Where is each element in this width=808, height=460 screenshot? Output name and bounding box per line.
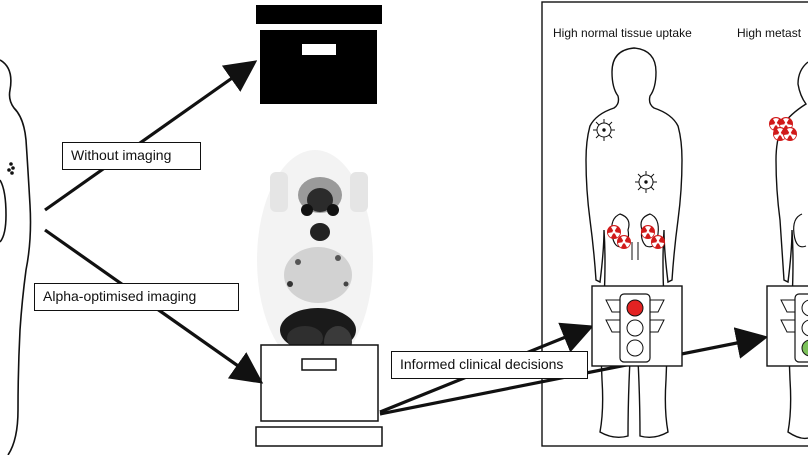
label-informed-clinical-decisions: Informed clinical decisions <box>391 351 588 379</box>
outcome-panel <box>541 1 808 447</box>
cell-virus-icon-2 <box>635 171 657 193</box>
panel-title-normal-tissue: High normal tissue uptake <box>553 26 692 40</box>
pet-scan-image-icon <box>257 150 373 370</box>
patient-silhouette-icon-2 <box>775 61 808 440</box>
open-box-icon <box>255 344 383 447</box>
label-without-imaging: Without imaging <box>62 142 201 170</box>
radiation-icon-group-2 <box>769 117 797 141</box>
traffic-light-icon-1 <box>591 285 683 367</box>
traffic-light-icon-2 <box>766 285 808 367</box>
patient-silhouette-icon <box>0 59 32 456</box>
arrow-without-imaging <box>44 60 258 212</box>
patient-silhouette-icon-1 <box>585 47 683 439</box>
black-box-icon <box>256 5 382 104</box>
label-alpha-optimised-imaging: Alpha-optimised imaging <box>34 283 239 311</box>
panel-title-metastasis: High metast <box>737 26 802 40</box>
cell-virus-icon-1 <box>593 119 615 141</box>
kidney-icon-2 <box>793 213 807 248</box>
